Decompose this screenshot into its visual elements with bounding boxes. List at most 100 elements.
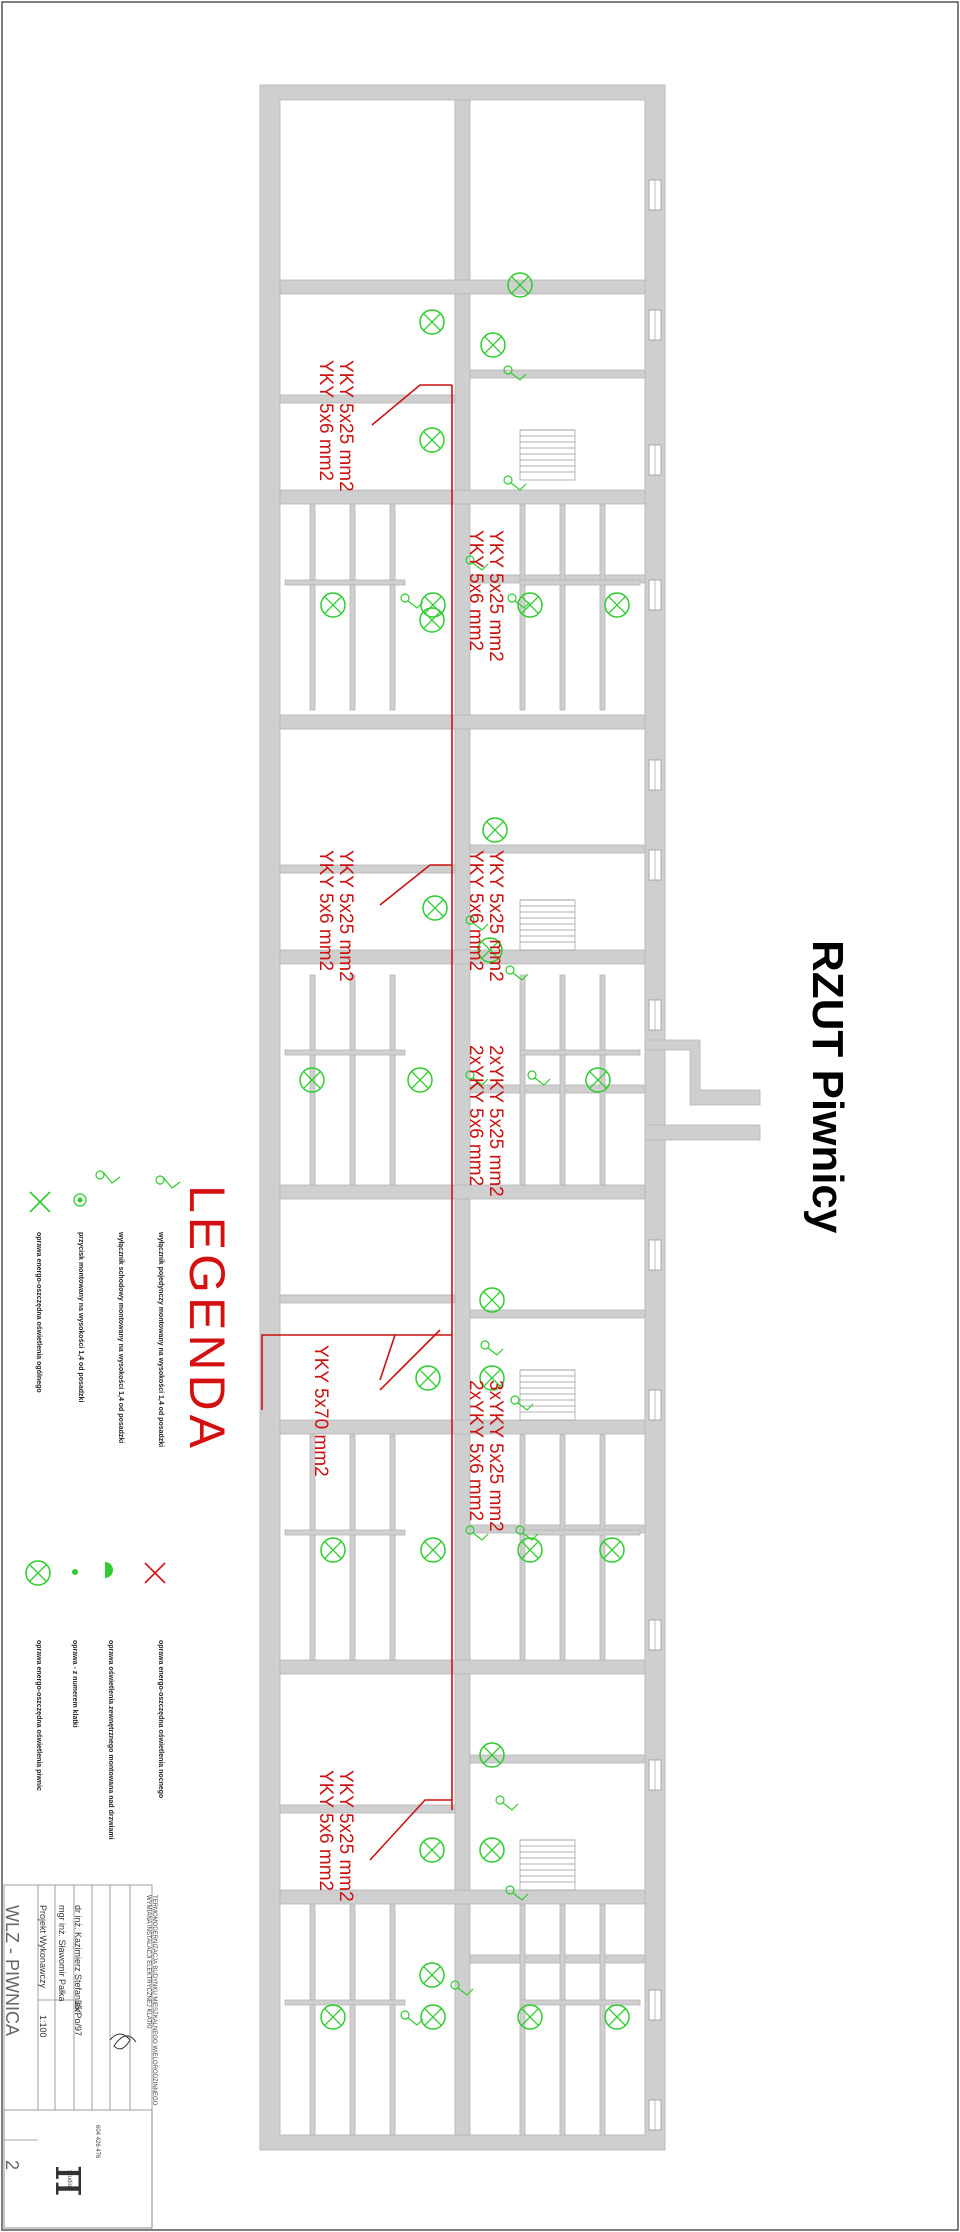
cable-routes <box>261 384 453 1861</box>
fixture-ring <box>422 895 448 921</box>
fixture-cross <box>483 1746 501 1764</box>
light-switch <box>465 1525 489 1541</box>
legend-general-fixture-cross-symbol <box>29 1191 51 1213</box>
cellar-partition <box>559 974 566 1186</box>
switch-lever <box>102 1171 121 1184</box>
staircase <box>519 429 576 481</box>
cable-label-bottom-left: YKY 5x25 mm2 YKY 5x6 mm2 <box>315 1770 356 1902</box>
cable-route <box>379 1334 396 1381</box>
general-light-fixture <box>479 1365 505 1391</box>
partition-wall <box>469 369 646 379</box>
cross-wall <box>279 1659 646 1675</box>
fixture-ring <box>299 1067 325 1093</box>
cable-route <box>379 1329 441 1391</box>
fixture-ring <box>477 937 503 963</box>
switch-body <box>450 1980 460 1990</box>
general-light-fixture <box>320 592 346 618</box>
switch-body <box>505 965 515 975</box>
fixture-cross <box>483 1841 501 1859</box>
fixture-cross <box>521 1541 539 1559</box>
legend-symbols <box>25 1170 181 1586</box>
fixture-ring <box>480 332 506 358</box>
general-light-fixture <box>419 309 445 335</box>
fixture-ring <box>407 1067 433 1093</box>
switch-lever <box>522 1532 539 1541</box>
light-switch <box>495 1795 519 1811</box>
switch-body <box>510 1395 520 1405</box>
fixture-ring <box>320 2004 346 2030</box>
annex-wall <box>644 1039 761 1106</box>
corridor-bar <box>519 1999 641 2006</box>
fixture-cross <box>303 1071 321 1089</box>
fixture-cross <box>423 1966 441 1984</box>
fixture-cross <box>521 2008 539 2026</box>
light-switch <box>480 1340 504 1356</box>
switch-lever <box>512 972 529 981</box>
general-light-fixture <box>599 1537 625 1563</box>
switch-body <box>503 475 513 485</box>
corridor-bar <box>519 1529 641 1536</box>
fixture-cross <box>419 1369 437 1387</box>
designer-permit: 35/Po/97 <box>73 2000 83 2037</box>
button-dot <box>77 1197 83 1203</box>
fixture-ring <box>517 2004 543 2030</box>
fixture-cross <box>511 276 529 294</box>
fixture-ring <box>479 1287 505 1313</box>
legend-outdoor-fixture-symbol <box>105 1562 113 1578</box>
cellar-partition <box>309 1434 316 1661</box>
switch-body <box>465 1525 475 1535</box>
cellar-partition <box>349 1904 356 2136</box>
partition-wall <box>469 1309 646 1319</box>
corridor-bar <box>284 1529 406 1536</box>
legend-item: oprawa energo-oszczędna oświetlenia piwn… <box>35 1640 42 1791</box>
fixture-cross <box>324 1541 342 1559</box>
cable-label-mid-center-2: 2xYKY 5x25 mm2 2xYKY 5x6 mm2 <box>465 1045 506 1197</box>
legend-item: wyłącznik schodowy montowany na wysokośc… <box>117 1232 124 1444</box>
legend-pushbutton-symbol <box>73 1193 87 1207</box>
switch-body <box>495 1795 505 1805</box>
general-light-fixture <box>477 937 503 963</box>
fixture-ring <box>604 2004 630 2030</box>
cellar-partition <box>389 1434 396 1661</box>
fixture-cross <box>608 596 626 614</box>
legend-numbered-fixture-symbol <box>72 1569 78 1575</box>
fixture-ring <box>25 1560 51 1586</box>
switch-body <box>515 1525 525 1535</box>
cable-route <box>371 384 452 426</box>
switch-body <box>503 365 513 375</box>
building-walls <box>259 84 761 2151</box>
corridor-bar <box>284 579 406 586</box>
switch-lever <box>510 372 527 381</box>
cable-line: YKY 5x25 mm2 <box>335 360 356 492</box>
switch-lever <box>162 1176 181 1189</box>
switch-body <box>480 1340 490 1350</box>
general-light-fixture <box>604 2004 630 2030</box>
studio-phone: 604 426 476 <box>94 2125 100 2159</box>
light-switch <box>465 1070 489 1086</box>
switch-body <box>400 593 410 603</box>
cable-line: YKY 5x25 mm2 <box>485 530 506 662</box>
cellar-partition <box>519 974 526 1186</box>
cable-line: YKY 5x70 mm2 <box>310 1345 331 1477</box>
general-light-fixture <box>482 817 508 843</box>
fixture-ring <box>420 2004 446 2030</box>
light-switch <box>515 1525 539 1541</box>
fixture-ring <box>604 592 630 618</box>
fixture-cross <box>411 1071 429 1089</box>
fixture-cross <box>423 313 441 331</box>
general-light-fixture <box>419 1962 445 1988</box>
cellar-partition <box>309 1904 316 2136</box>
light-switch <box>510 1395 534 1411</box>
cable-line: YKY 5x25 mm2 <box>485 850 506 982</box>
cable-line: YKY 5x25 mm2 <box>335 1770 356 1902</box>
cable-line: YKY 5x25 mm2 <box>335 850 356 982</box>
legend-item: oprawa - z numerem klatki <box>71 1640 78 1728</box>
fixture-cross <box>484 336 502 354</box>
general-light-fixture <box>517 592 543 618</box>
general-light-fixture <box>320 2004 346 2030</box>
light-switch <box>503 365 527 381</box>
fixture-cross <box>426 899 444 917</box>
general-light-fixture <box>507 272 533 298</box>
